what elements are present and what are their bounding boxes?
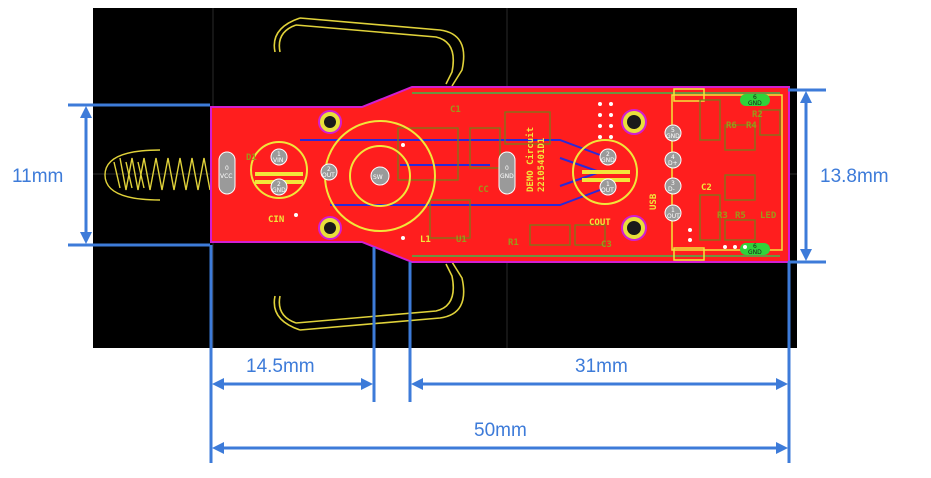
- usb-pad3-number: 3: [671, 180, 675, 187]
- pad4-number: 2: [606, 151, 610, 158]
- vcc-pad-number: 0: [225, 165, 229, 172]
- r6-label: R6: [726, 121, 737, 131]
- pad5-number: 1: [606, 181, 610, 188]
- inductor-pad: [370, 166, 390, 186]
- vcc-pad-name: VCC: [220, 173, 232, 180]
- board-title-line1: DEMO Circuit: [525, 127, 536, 192]
- cout-label: COUT: [589, 218, 611, 228]
- usb-pad4-name: D+: [668, 160, 678, 167]
- u1-label: U1: [456, 235, 467, 245]
- usb-connector-outline: [671, 94, 783, 251]
- usb-gnd-top-name: GND: [748, 100, 762, 107]
- usb-pad3-name: D-: [668, 186, 675, 193]
- usb-gnd-pad-top: [740, 94, 770, 106]
- usb-tab-top: [673, 88, 705, 102]
- vias: [294, 102, 747, 249]
- dimension-label-14-5mm: 14.5mm: [246, 356, 315, 377]
- c2-label: C2: [701, 183, 712, 193]
- dimension-label-50mm: 50mm: [474, 420, 527, 441]
- pad2-number: 2: [277, 181, 281, 188]
- spring-clip-bottom: [273, 261, 465, 331]
- r5-label: R5: [735, 211, 746, 221]
- gnd-pad: [498, 151, 516, 195]
- cin-label: CIN: [268, 215, 284, 225]
- l1-label: L1: [420, 235, 431, 245]
- led-label: LED: [760, 211, 777, 221]
- c1-label: C1: [450, 105, 461, 115]
- dimension-label-13-8mm: 13.8mm: [820, 166, 889, 187]
- usb-pad1-number: 1: [671, 207, 675, 214]
- pad3-name: OUT: [322, 172, 335, 179]
- pad1-name: VIN: [273, 157, 283, 164]
- pad1-number: 1: [277, 151, 281, 158]
- mounting-holes: [318, 109, 647, 241]
- sw-pad-label: SW: [373, 174, 383, 181]
- spring-clip-top: [273, 17, 465, 87]
- cout-silk-bars: [582, 170, 630, 174]
- inductor-inner-ring: [349, 145, 411, 207]
- r4-label: R4: [746, 121, 757, 131]
- pad2-name: GND: [272, 187, 286, 194]
- cout-capacitor-ring: [572, 139, 638, 205]
- usb-gnd-bottom-number: 6: [753, 243, 757, 250]
- battery-spring: [104, 149, 211, 201]
- r2-label: R2: [752, 110, 763, 120]
- r1-label: R1: [508, 238, 519, 248]
- usb-gnd-bottom-name: GND: [748, 249, 762, 256]
- cc-label: CC: [478, 185, 489, 195]
- gnd-pad-name: GND: [500, 173, 514, 180]
- copper-traces: [300, 139, 604, 206]
- usb-gnd-top-number: 6: [753, 94, 757, 101]
- board-title-line2: 22105401D1: [537, 138, 547, 192]
- pad4-name: GND: [601, 157, 615, 164]
- board-edge-green: [412, 92, 780, 257]
- dimension-label-31mm: 31mm: [575, 356, 628, 377]
- usb-pad5-number: 5: [671, 127, 675, 134]
- usb-tab-bottom: [673, 247, 705, 261]
- pad3-number: 2: [327, 166, 331, 173]
- usb-pad5-name: GND: [666, 133, 680, 140]
- vcc-pad: [218, 151, 236, 195]
- pad5-name: OUT: [601, 187, 614, 194]
- dimension-lines: [68, 88, 826, 463]
- r3-label: R3: [717, 211, 728, 221]
- d1-label: D1: [246, 153, 257, 163]
- c3-label: C3: [601, 240, 612, 250]
- dimension-label-11mm: 11mm: [12, 166, 63, 187]
- dimension-arrowheads: [80, 91, 812, 454]
- usb-label: USB: [649, 193, 659, 210]
- round-pads: [270, 124, 682, 222]
- cin-capacitor-ring: [250, 141, 308, 199]
- gnd-pad-number: 0: [505, 165, 509, 172]
- usb-pad4-number: 4: [671, 154, 675, 161]
- silk-components: [397, 99, 781, 246]
- usb-gnd-pad-bottom: [740, 243, 770, 255]
- usb-pad1-name: OUT: [667, 213, 680, 220]
- cin-silk-bars: [255, 172, 303, 176]
